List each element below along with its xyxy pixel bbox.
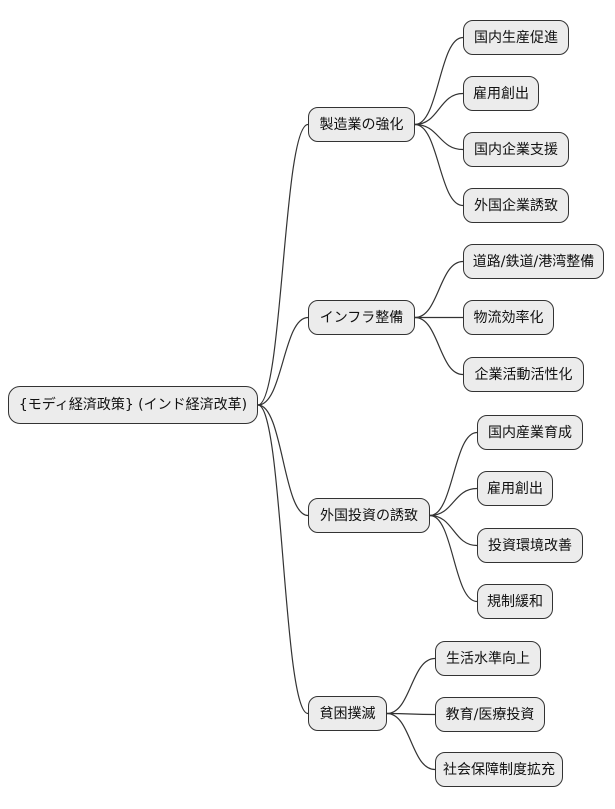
leaf-node: 雇用創出 (477, 471, 553, 506)
edge-branch3-leaf-0 (386, 657, 436, 715)
leaf-node: 外国企業誘致 (463, 188, 569, 223)
edge-branch1-leaf-2 (414, 316, 464, 376)
leaf-node: 社会保障制度拡充 (435, 752, 563, 787)
edge-branch0-leaf-2 (414, 123, 464, 151)
leaf-node: 規制緩和 (477, 584, 553, 619)
branch-node-infrastructure: インフラ整備 (308, 300, 415, 335)
leaf-node: 物流効率化 (463, 300, 554, 335)
leaf-node: 道路/鉄道/港湾整備 (463, 244, 604, 279)
branch-node-foreign-investment: 外国投資の誘致 (308, 498, 430, 533)
leaf-node: 企業活動活性化 (463, 357, 584, 392)
leaf-node: 投資環境改善 (477, 528, 583, 563)
edge-branch1-leaf-0 (414, 260, 464, 319)
edge-branch2-leaf-1 (429, 487, 478, 517)
leaf-node: 教育/医療投資 (435, 697, 545, 732)
edge-root-branch-2 (257, 404, 309, 517)
edge-branch0-leaf-1 (414, 92, 464, 126)
leaf-node: 国内企業支援 (463, 132, 569, 167)
leaf-node: 国内産業育成 (477, 415, 583, 450)
edge-root-branch-3 (257, 404, 309, 715)
edge-branch3-leaf-1 (386, 712, 436, 716)
edge-branch2-leaf-0 (429, 431, 478, 517)
edge-branch0-leaf-0 (414, 36, 464, 126)
branch-node-poverty: 貧困撲滅 (308, 696, 387, 731)
edge-branch2-leaf-3 (429, 514, 478, 603)
edge-root-branch-1 (257, 316, 309, 406)
mindmap-root-node: {モディ経済政策} (インド経済改革) (8, 386, 258, 424)
leaf-node: 雇用創出 (463, 76, 539, 111)
leaf-node: 生活水準向上 (435, 641, 541, 676)
edge-branch0-leaf-3 (414, 123, 464, 207)
edge-branch3-leaf-2 (386, 712, 436, 771)
leaf-node: 国内生産促進 (463, 20, 569, 55)
edge-root-branch-0 (257, 123, 309, 406)
branch-node-manufacturing: 製造業の強化 (308, 107, 415, 142)
edge-branch2-leaf-2 (429, 514, 478, 547)
